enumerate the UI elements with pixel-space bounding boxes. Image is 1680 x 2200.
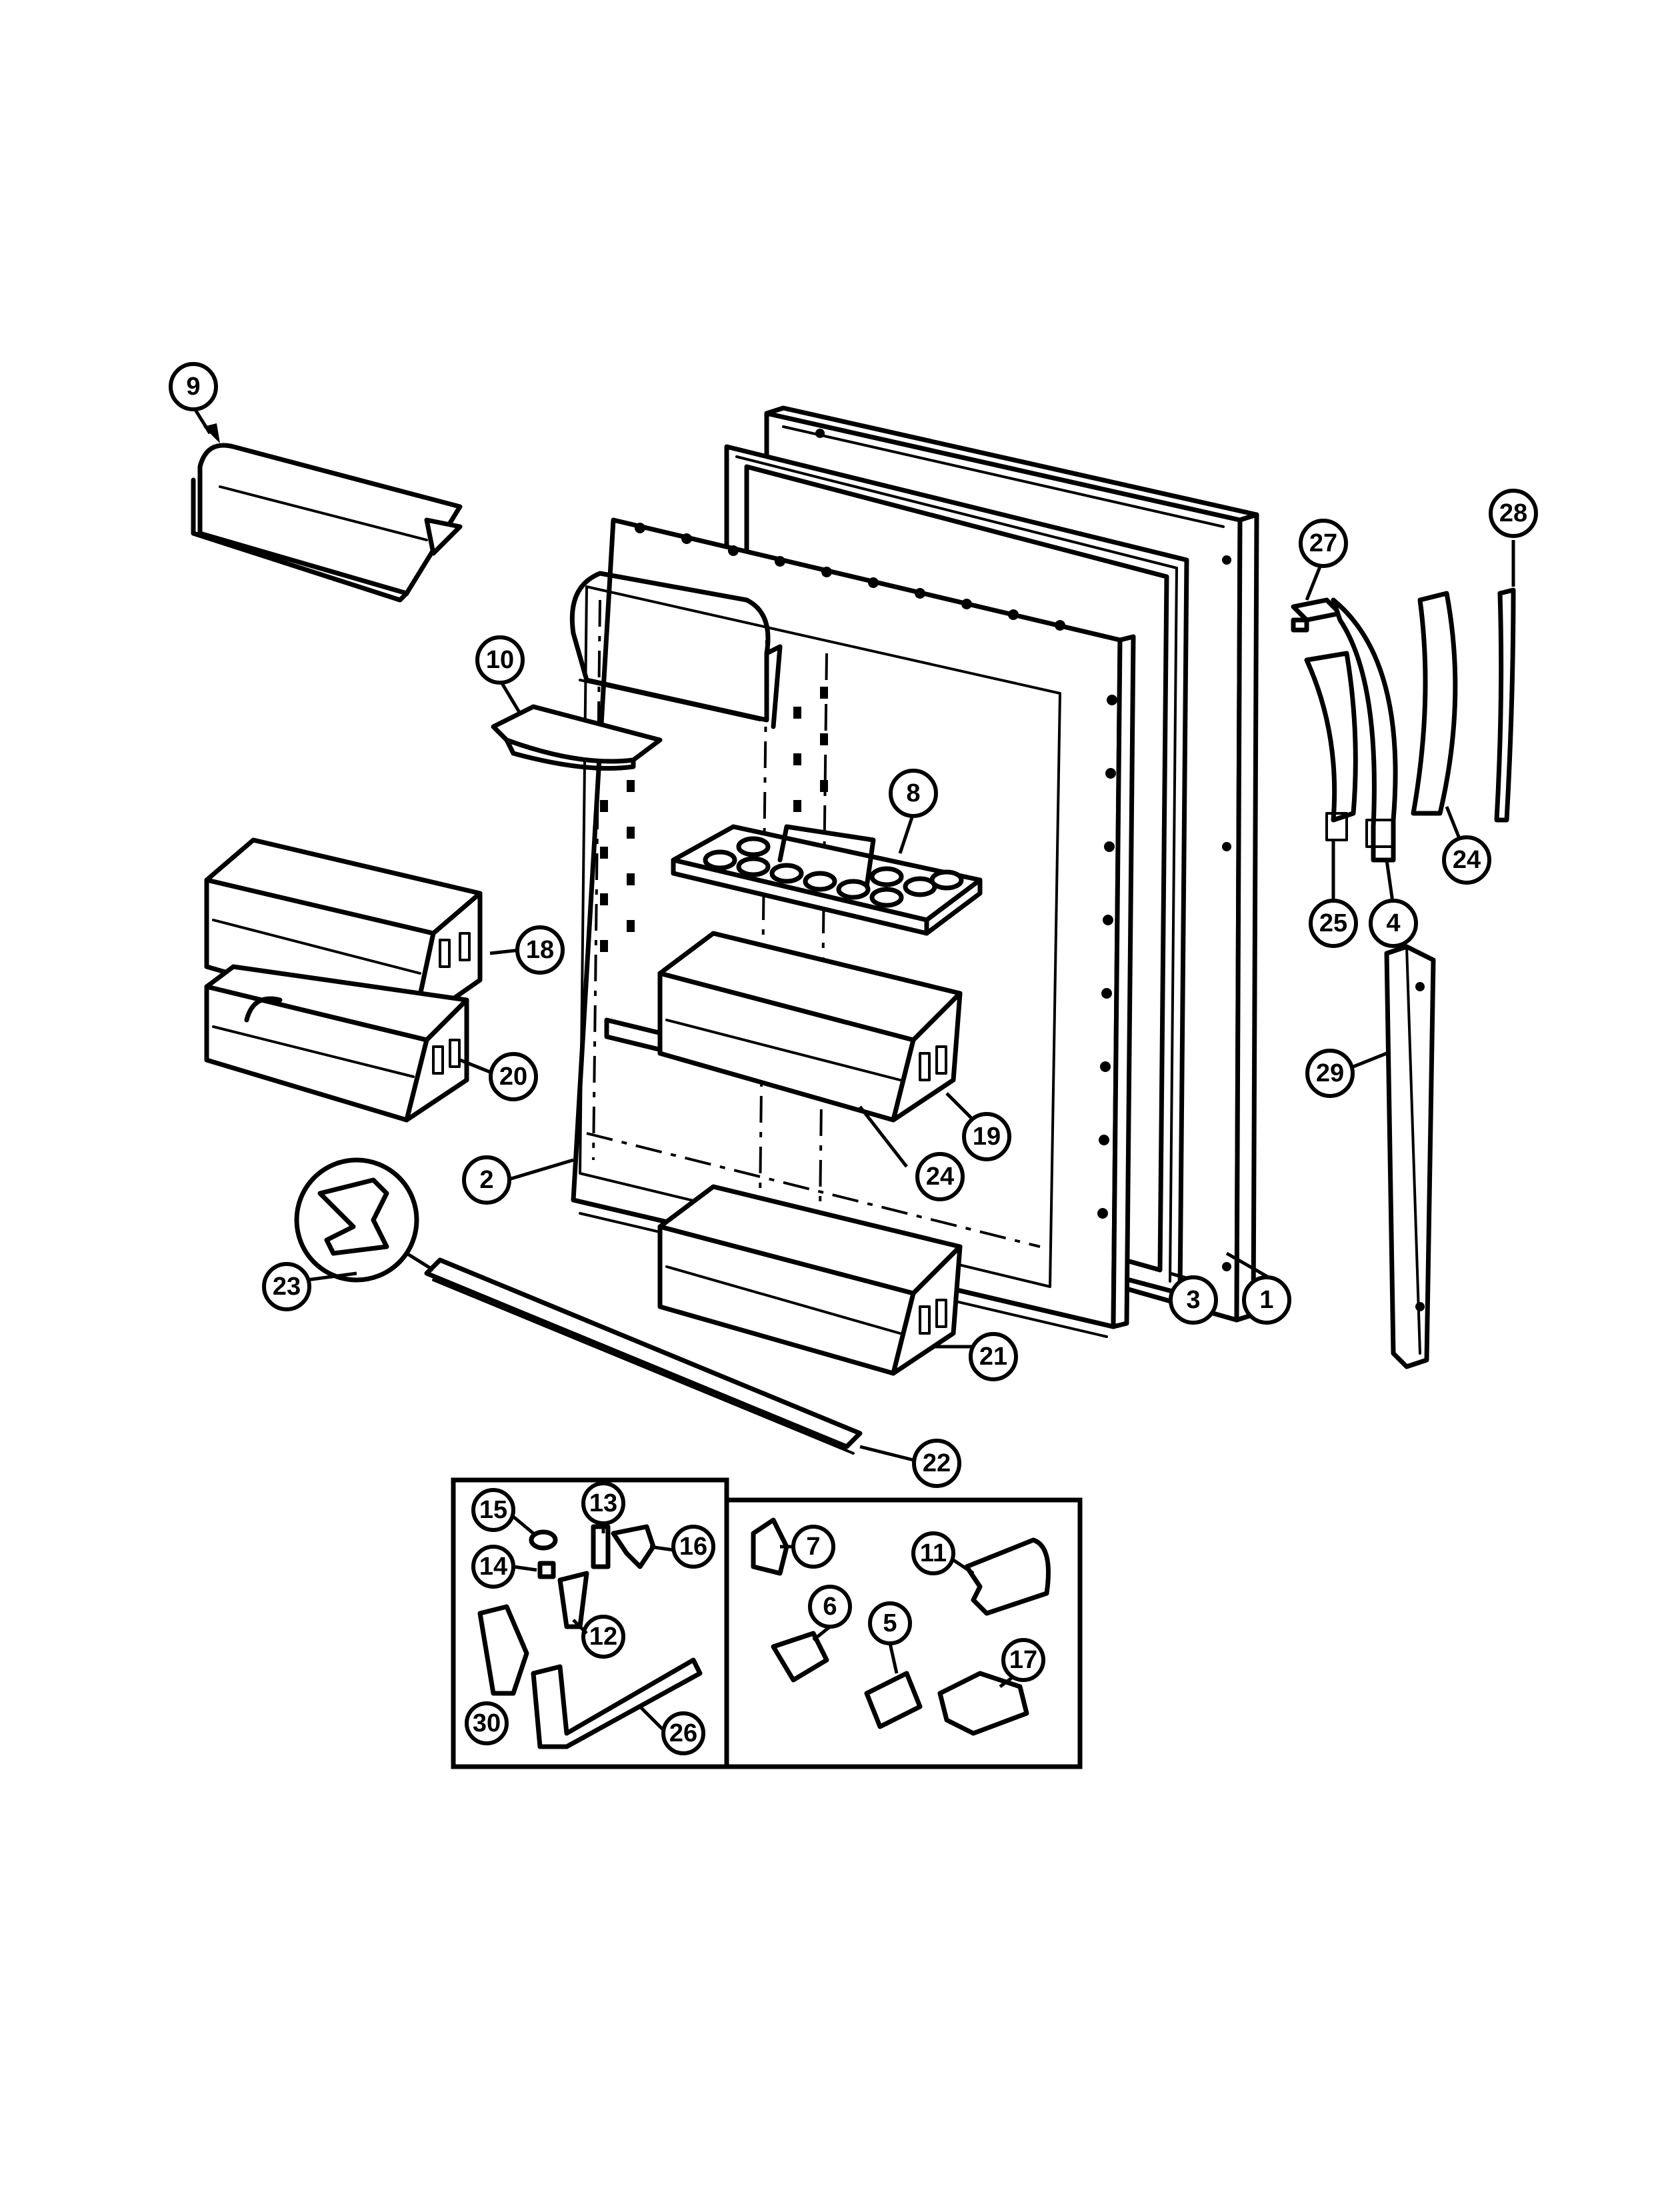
svg-text:28: 28 (1499, 499, 1527, 527)
part-2-inner-door-liner (569, 517, 1136, 1338)
svg-text:24: 24 (926, 1163, 954, 1191)
svg-text:29: 29 (1316, 1059, 1344, 1087)
part-22-bottom-trim (424, 1257, 863, 1455)
callout-30: 30 (465, 1701, 509, 1745)
misc-hardware-box (724, 1497, 1083, 1769)
callout-18: 18 (515, 925, 565, 975)
part-23-detail-view (294, 1157, 435, 1283)
svg-text:20: 20 (499, 1063, 527, 1091)
svg-text:13: 13 (589, 1489, 617, 1517)
callout-10: 10 (475, 635, 525, 685)
svg-text:4: 4 (1386, 909, 1400, 937)
svg-text:9: 9 (186, 373, 200, 401)
callout-24-upper: 24 (1442, 835, 1491, 885)
callout-27: 27 (1299, 519, 1348, 568)
svg-text:2: 2 (479, 1166, 493, 1194)
part-10-small-cover (491, 704, 663, 771)
callout-12: 12 (581, 1615, 625, 1659)
svg-text:16: 16 (679, 1533, 707, 1561)
callout-5: 5 (868, 1601, 912, 1645)
part-28-handle-strip (1494, 587, 1516, 823)
svg-text:11: 11 (920, 1539, 947, 1567)
callout-1: 1 (1242, 1275, 1291, 1325)
svg-text:24: 24 (1453, 846, 1481, 874)
svg-text:3: 3 (1186, 1286, 1200, 1314)
callout-24-lower: 24 (915, 1152, 965, 1201)
svg-text:27: 27 (1309, 529, 1337, 557)
svg-text:5: 5 (883, 1609, 897, 1637)
callout-6: 6 (808, 1585, 852, 1629)
svg-text:25: 25 (1319, 909, 1347, 937)
svg-text:8: 8 (906, 779, 920, 807)
callout-19: 19 (962, 1112, 1011, 1161)
callout-11: 11 (911, 1531, 955, 1575)
svg-text:14: 14 (479, 1553, 507, 1581)
callout-21: 21 (969, 1332, 1018, 1381)
svg-text:1: 1 (1259, 1286, 1273, 1314)
svg-text:26: 26 (669, 1719, 697, 1747)
part-24-hinge-strip (1411, 591, 1458, 816)
callout-3: 3 (1169, 1275, 1218, 1325)
callout-14: 14 (471, 1545, 515, 1589)
part-25-hinge-link (1304, 651, 1358, 841)
svg-text:30: 30 (473, 1709, 501, 1737)
callout-8: 8 (889, 769, 938, 818)
callout-9: 9 (169, 362, 218, 411)
svg-text:19: 19 (973, 1123, 1001, 1151)
svg-text:22: 22 (923, 1449, 951, 1477)
svg-text:23: 23 (273, 1273, 301, 1301)
callout-23: 23 (262, 1262, 311, 1311)
part-4-hinge-arm (1331, 597, 1398, 863)
callout-26: 26 (661, 1711, 705, 1755)
callout-22: 22 (912, 1439, 961, 1488)
svg-text:12: 12 (589, 1623, 617, 1651)
callout-2: 2 (462, 1155, 511, 1205)
callout-15: 15 (471, 1488, 515, 1532)
part-19-door-shelf (657, 931, 963, 1123)
callout-4: 4 (1369, 899, 1418, 948)
svg-text:18: 18 (526, 936, 554, 964)
callout-13: 13 (581, 1481, 625, 1525)
svg-text:21: 21 (979, 1343, 1007, 1371)
hinge-hardware-box (451, 1477, 729, 1769)
part-8-egg-tray (671, 824, 983, 936)
callout-20: 20 (489, 1052, 538, 1101)
box-leader-lines (512, 1515, 1015, 1731)
svg-text:17: 17 (1009, 1646, 1037, 1674)
svg-text:15: 15 (479, 1496, 507, 1524)
part-29-handle (1384, 944, 1436, 1369)
callout-29: 29 (1305, 1049, 1355, 1098)
part-20-door-bin (204, 964, 469, 1123)
callout-7: 7 (791, 1525, 835, 1569)
svg-text:10: 10 (486, 646, 514, 674)
callout-16: 16 (671, 1525, 715, 1569)
svg-text:6: 6 (823, 1593, 837, 1621)
svg-text:7: 7 (806, 1533, 820, 1561)
leader-lines (191, 405, 1515, 1462)
part-21-door-bin (657, 1184, 963, 1376)
callout-25: 25 (1309, 899, 1358, 948)
callout-17: 17 (1001, 1638, 1045, 1682)
part-9-dairy-door (191, 443, 463, 603)
callout-28: 28 (1489, 489, 1538, 538)
